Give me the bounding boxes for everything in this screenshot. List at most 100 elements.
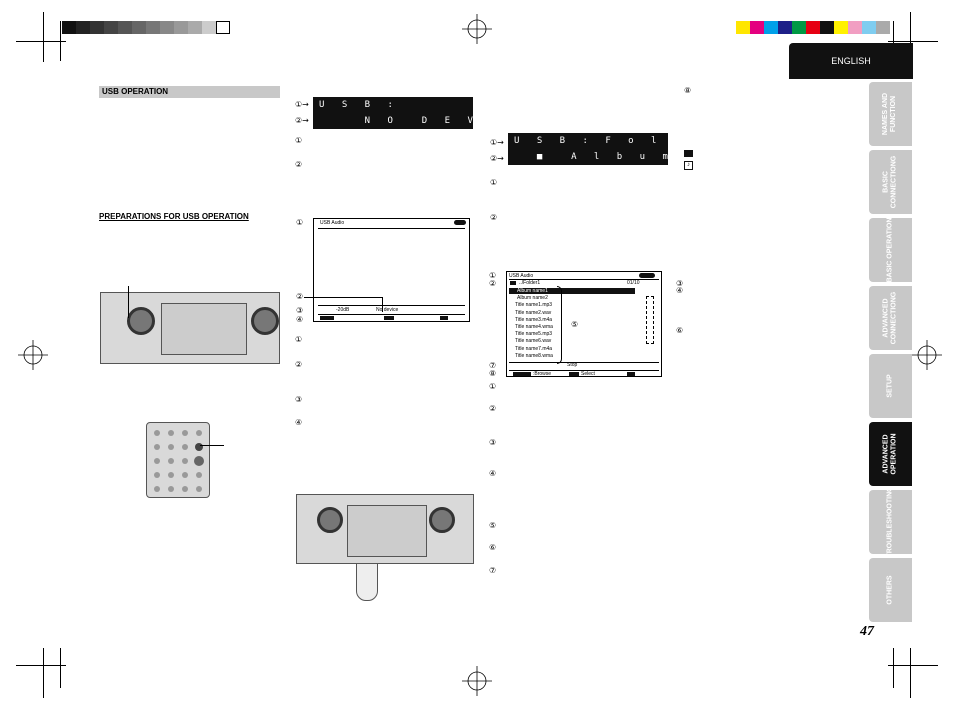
screen2-counter: 01/10 <box>627 280 640 286</box>
registration-mark-top <box>462 14 492 44</box>
receiver-usb-illustration <box>296 494 474 564</box>
color-swatch <box>806 21 820 34</box>
color-swatch <box>62 21 76 34</box>
screen1-label-3: ③ <box>296 306 304 315</box>
sub-heading: PREPARATIONS FOR USB OPERATION <box>99 212 249 221</box>
color-swatch <box>834 21 848 34</box>
color-swatch <box>118 21 132 34</box>
language-label: ENGLISH <box>789 43 913 79</box>
col3-marker-1: ① <box>490 178 498 187</box>
lcd2-marker-2: ②→ <box>490 154 504 163</box>
col3b-marker-6: ⑥ <box>489 543 497 552</box>
file-list-item[interactable]: Title name1.mp3 <box>515 302 553 309</box>
volume-knob-right <box>251 307 279 335</box>
screen1-volume: -20dB <box>336 307 350 313</box>
color-swatch <box>132 21 146 34</box>
front-display-area <box>161 303 247 355</box>
gui-screen-no-device: USB Audio -20dB No device <box>313 218 470 322</box>
tab-4[interactable]: ADVANCED CONNECTIONG <box>869 286 912 350</box>
screen2-label-6: ⑥ <box>676 326 684 335</box>
screen1-label-1: ① <box>296 218 304 227</box>
file-list-item[interactable]: Title name5.mp3 <box>515 331 553 338</box>
file-list-item[interactable]: Title name4.wma <box>515 324 553 330</box>
color-swatch <box>876 21 890 34</box>
col2-marker-1: ① <box>295 136 303 145</box>
receiver-front-area <box>347 505 427 557</box>
color-swatch <box>848 21 862 34</box>
receiver-front-panel-illustration <box>100 292 280 364</box>
screen1-status: No device <box>376 307 399 313</box>
registration-mark-bottom <box>462 666 492 696</box>
tab-label: BASIC CONNECTIONG <box>882 155 898 209</box>
screen2-select: Select <box>581 371 595 377</box>
section-title: USB OPERATION <box>99 86 280 98</box>
remote-buttons-icon <box>154 430 204 492</box>
tab-6[interactable]: ADVANCED OPERATION <box>869 422 912 486</box>
color-swatch <box>764 21 778 34</box>
music-file-icon: ♪ <box>684 161 693 170</box>
screen2-folder-icon <box>510 281 516 285</box>
color-swatch <box>90 21 104 34</box>
color-swatch <box>160 21 174 34</box>
col2b-marker-3: ③ <box>295 395 303 404</box>
receiver-knob-left <box>317 507 343 533</box>
remote-illustration <box>146 422 210 498</box>
registration-mark-right <box>912 340 942 370</box>
screen2-label-8: ⑧ <box>489 369 497 378</box>
col2b-marker-4: ④ <box>295 418 303 427</box>
file-list-item[interactable]: Title name3.m4a <box>515 316 553 323</box>
tab-2[interactable]: BASIC CONNECTIONG <box>869 150 912 214</box>
registration-mark-left <box>18 340 48 370</box>
screen1-badge <box>454 220 466 225</box>
file-list-item[interactable]: Album name1 <box>517 288 548 294</box>
screen2-label-2: ② <box>489 279 497 288</box>
screen2-label-3: ③ <box>676 279 684 288</box>
lcd1-marker-1: ①→ <box>295 100 309 109</box>
lcd1-line-1: U S B : <box>313 97 473 113</box>
screen2-label-7: ⑦ <box>489 361 497 370</box>
screen2-browse: :Browse <box>533 371 552 377</box>
lcd2-line-2: ■ A l b u m n a m e <box>508 149 782 165</box>
volume-knob-left <box>127 307 155 335</box>
receiver-knob-right <box>429 507 455 533</box>
color-swatch <box>104 21 118 34</box>
lcd2-line-1: U S B : F o l d e r 1 <box>508 133 748 149</box>
tab-3[interactable]: BASIC OPERATION <box>869 218 912 282</box>
screen2-badge <box>639 273 655 278</box>
col3-marker-2: ② <box>490 213 498 222</box>
file-list-item[interactable]: Title name7.m4a <box>515 345 553 352</box>
col3b-marker-2: ② <box>489 404 497 413</box>
tab-label: SETUP <box>886 374 894 398</box>
col3b-marker-7: ⑦ <box>489 566 497 575</box>
color-swatch <box>76 21 90 34</box>
lcd2-marker-1: ①→ <box>490 138 504 147</box>
color-swatch <box>862 21 876 34</box>
screen2-title: USB Audio <box>509 273 534 279</box>
tab-label: NAMES AND FUNCTION <box>882 92 898 136</box>
tab-5[interactable]: SETUP <box>869 354 912 418</box>
scroll-indicator <box>646 296 654 344</box>
tab-7[interactable]: TROUBLESHOOTING <box>869 486 912 558</box>
col3b-marker-3: ③ <box>489 438 497 447</box>
marker-8: ⑧ <box>684 86 692 95</box>
screen2-selected-row <box>509 288 635 294</box>
color-swatch <box>778 21 792 34</box>
file-list-item[interactable]: Title name8.wma <box>515 352 553 359</box>
color-swatch <box>146 21 160 34</box>
col3b-marker-4: ④ <box>489 469 497 478</box>
color-swatch <box>736 21 750 34</box>
color-swatch <box>188 21 202 34</box>
file-list-item[interactable]: Album name2 <box>517 295 548 302</box>
page-number: 47 <box>860 624 874 639</box>
file-list-item[interactable]: Title name6.wav <box>515 338 552 345</box>
screen2-label-4: ④ <box>676 286 684 295</box>
screen1-label-4: ④ <box>296 315 304 324</box>
tab-1[interactable]: NAMES AND FUNCTION <box>869 82 912 146</box>
file-list-item[interactable]: Title name2.wav <box>515 309 552 316</box>
screen2-label-5: ⑤ <box>571 320 579 329</box>
tab-label: OTHERS <box>886 575 894 605</box>
color-swatch <box>216 21 230 34</box>
screen2-status: Stop <box>567 362 578 368</box>
tab-8[interactable]: OTHERS <box>869 558 912 622</box>
